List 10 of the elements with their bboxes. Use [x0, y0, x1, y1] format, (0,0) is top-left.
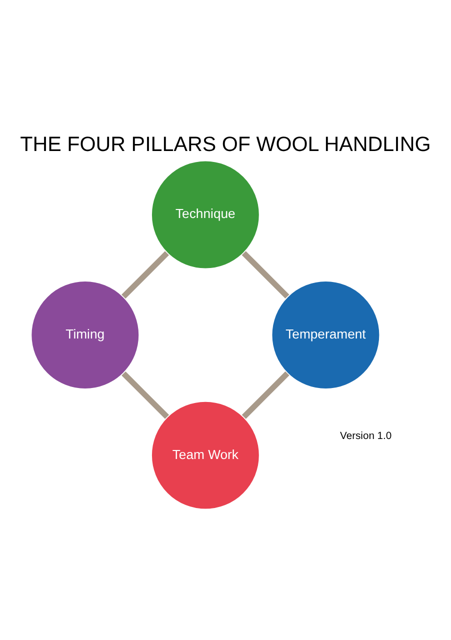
connector [242, 251, 290, 299]
connector [122, 371, 170, 419]
connector [122, 251, 169, 299]
node-circle: Team Work [151, 400, 260, 510]
node-circle: Temperament [271, 280, 380, 390]
node-circle: Timing [30, 280, 140, 390]
diagram-title: THE FOUR PILLARS OF WOOL HANDLING [20, 133, 431, 156]
node-circle: Technique [151, 160, 260, 270]
connector [242, 371, 290, 419]
label: Version 1.0 [340, 430, 392, 442]
